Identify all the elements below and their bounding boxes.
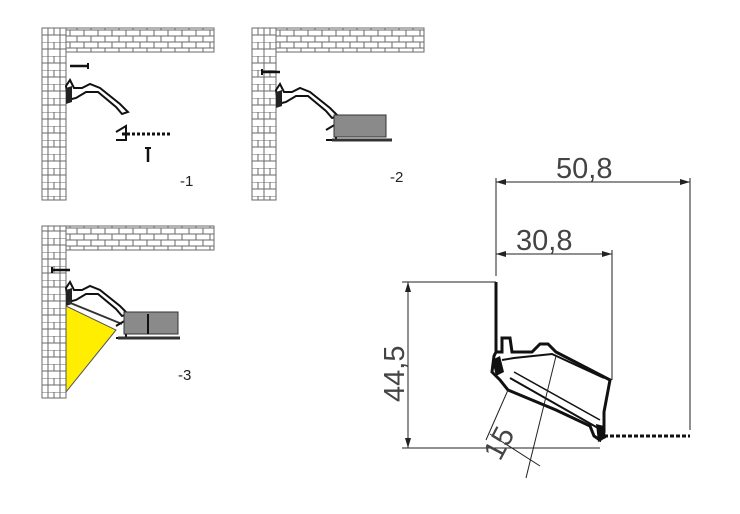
dim-diffuser-width: 15: [478, 422, 521, 466]
screw-icon: [261, 69, 280, 75]
step-label-1: -1: [180, 173, 193, 190]
board-clip-1: [115, 124, 127, 141]
profile-1: [64, 78, 130, 116]
step-1-group: -1: [41, 27, 215, 201]
wall-brick-1: [41, 27, 67, 201]
step-2-group: -2: [251, 27, 425, 201]
step-3-group: -3: [41, 225, 215, 399]
ceiling-brick-3: [41, 225, 215, 251]
dim-profile-width: 30,8: [516, 225, 572, 257]
ceiling-brick-2: [251, 27, 425, 53]
led-light-fill: [65, 305, 117, 394]
dim-height: 44,5: [379, 346, 411, 402]
profile-2: [274, 82, 340, 120]
profile-outline: [490, 282, 612, 443]
wall-brick-3: [41, 225, 67, 399]
step-label-3: -3: [178, 367, 191, 384]
wall-brick-2: [251, 27, 277, 201]
gypsum-board-icon: [333, 114, 387, 138]
screw-icon: [51, 267, 70, 273]
dim-overall-width: 50,8: [556, 153, 612, 185]
profile-cross-section: 50,8 30,8 44,5 15: [379, 153, 691, 479]
gypsum-board-icon: [123, 311, 179, 335]
screw-icon: [70, 63, 89, 69]
step-label-2: -2: [390, 169, 403, 186]
ceiling-brick-1: [41, 27, 215, 53]
screw-icon: [145, 147, 151, 162]
